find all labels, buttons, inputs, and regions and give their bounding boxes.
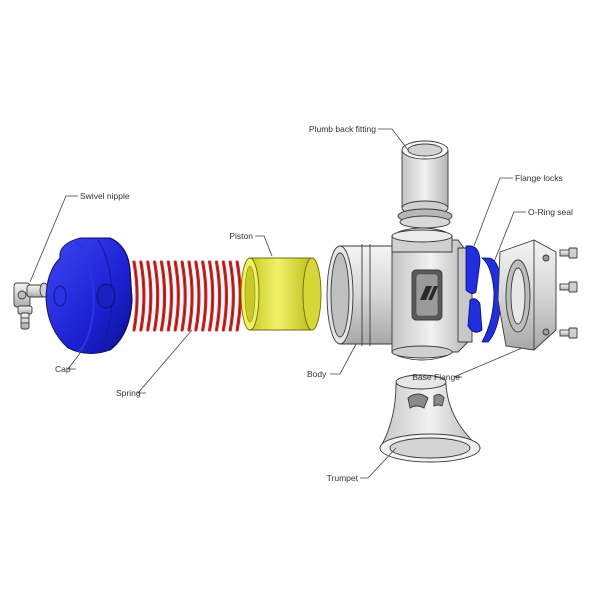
spring-coil-edge xyxy=(133,261,138,331)
flange-locks-part xyxy=(465,245,483,333)
spring-coil-edge xyxy=(236,261,241,331)
base-flange-part xyxy=(497,239,557,351)
spring-coil-edge xyxy=(202,261,207,331)
piston-part xyxy=(240,257,322,331)
spring-coil-edge xyxy=(168,261,172,331)
label-cap: Cap xyxy=(55,364,71,374)
spring-coil-edge xyxy=(195,261,200,331)
label-flange-locks: Flange locks xyxy=(515,173,563,183)
swivel-nipple-part xyxy=(13,282,49,330)
spring-coil-edge xyxy=(223,261,227,331)
label-body: Body xyxy=(307,369,327,379)
label-base-flange: Base Flange xyxy=(412,372,460,382)
plumb-back-fitting-part xyxy=(397,140,453,229)
label-plumb-back-fitting: Plumb back fitting xyxy=(309,124,376,134)
trumpet-part xyxy=(379,374,481,463)
spring-coil-edge xyxy=(174,261,179,331)
spring-coil-edge xyxy=(161,261,165,331)
leader-lines xyxy=(29,128,526,479)
bolts-part xyxy=(559,247,578,339)
label-piston: Piston xyxy=(229,231,253,241)
label-swivel-nipple: Swivel nipple xyxy=(80,191,130,201)
label-trumpet: Trumpet xyxy=(327,473,359,483)
body-part xyxy=(326,227,473,361)
callout-labels: Plumb back fitting Flange locks O-Ring s… xyxy=(55,124,573,483)
label-spring: Spring xyxy=(116,388,141,398)
spring-coil-edge xyxy=(188,261,193,331)
spring-coil-edge xyxy=(181,261,186,331)
spring-coil-edge xyxy=(209,261,213,331)
label-o-ring-seal: O-Ring seal xyxy=(528,207,573,217)
spring-coil-edge xyxy=(147,261,152,331)
cap-part xyxy=(45,237,133,354)
spring-coil-edge xyxy=(229,261,234,331)
spring-coil-edge xyxy=(154,261,158,331)
spring-coil-edge xyxy=(216,261,220,331)
spring-part xyxy=(132,260,242,332)
spring-coil-edge xyxy=(140,261,145,331)
